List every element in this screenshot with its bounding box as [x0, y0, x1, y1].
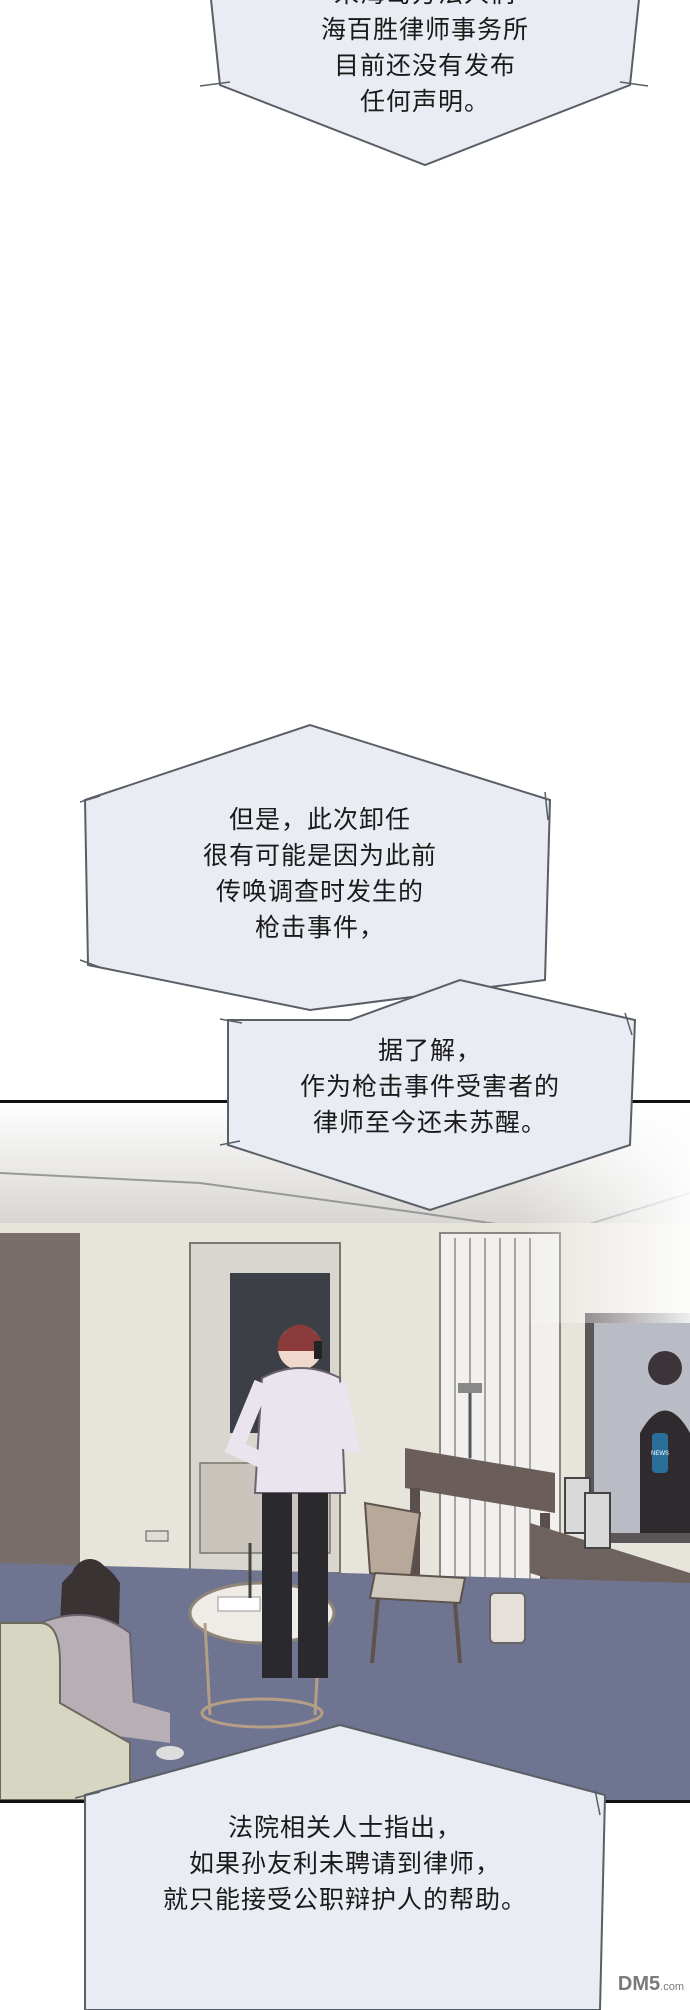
standing-man [224, 1324, 361, 1678]
papers [217, 1596, 261, 1612]
narration-bubble-second: 据了解， 作为枪击事件受害者的 律师至今还未苏醒。 [219, 975, 640, 1215]
text-line: 宋海岛方法人们 [200, 0, 650, 12]
bubble-shape [74, 1723, 607, 2010]
narration-bubble-top: 宋海岛方法人们 海百胜律师事务所 目前还没有发布 任何声明。 [199, 0, 650, 180]
sitting-woman [38, 1559, 184, 1760]
wall-panel [0, 1233, 80, 1613]
text-line: 任何声明。 [359, 87, 490, 116]
text-line: 枪击事件， [254, 913, 385, 942]
text-line: 海百胜律师事务所 [320, 15, 529, 44]
narration-bubble-middle: 但是，此次卸任 很有可能是因为此前 传唤调查时发生的 枪击事件， [79, 720, 560, 1012]
bubble-shape [199, 0, 649, 167]
watermark-domain: .com [660, 1981, 684, 1993]
text-line: 律师至今还未苏醒。 [312, 1108, 547, 1137]
text-line: 传唤调查时发生的 [215, 877, 424, 906]
waste-bin [489, 1592, 526, 1644]
text-line: 据了解， [377, 1036, 482, 1065]
text-line: 很有可能是因为此前 [202, 841, 437, 870]
watermark-brand: DM5 [617, 1973, 661, 1995]
text-line: 目前还没有发布 [333, 51, 516, 80]
microphone [652, 1433, 668, 1473]
sofa [0, 1622, 131, 1800]
text-line: 作为枪击事件受害者的 [299, 1072, 560, 1101]
text-line: 但是，此次卸任 [228, 805, 411, 834]
bubble-text: 但是，此次卸任 很有可能是因为此前 传唤调查时发生的 枪击事件， [80, 802, 560, 946]
desk [405, 1448, 555, 1513]
watermark: DM5.com [618, 1973, 684, 1996]
narration-bubble-bottom: 法院相关人士指出， 如果孙友利未聘请到律师， 就只能接受公职辩护人的帮助。 [74, 1720, 615, 2010]
bubble-text: 法院相关人士指出， 如果孙友利未聘请到律师， 就只能接受公职辩护人的帮助。 [75, 1810, 615, 1918]
wall-socket [145, 1530, 169, 1542]
text-line: 就只能接受公职辩护人的帮助。 [162, 1885, 527, 1914]
mic-label: NEWS [651, 1451, 669, 1457]
text-line: 如果孙友利未聘请到律师， [188, 1849, 501, 1878]
bubble-shape [219, 978, 637, 1212]
desk-chair [363, 1501, 422, 1585]
bubble-text: 宋海岛方法人们 海百胜律师事务所 目前还没有发布 任何声明。 [200, 0, 650, 120]
text-line: 法院相关人士指出， [227, 1813, 462, 1842]
bubble-shape [79, 723, 552, 1012]
bubble-text: 据了解， 作为枪击事件受害者的 律师至今还未苏醒。 [220, 1033, 640, 1141]
